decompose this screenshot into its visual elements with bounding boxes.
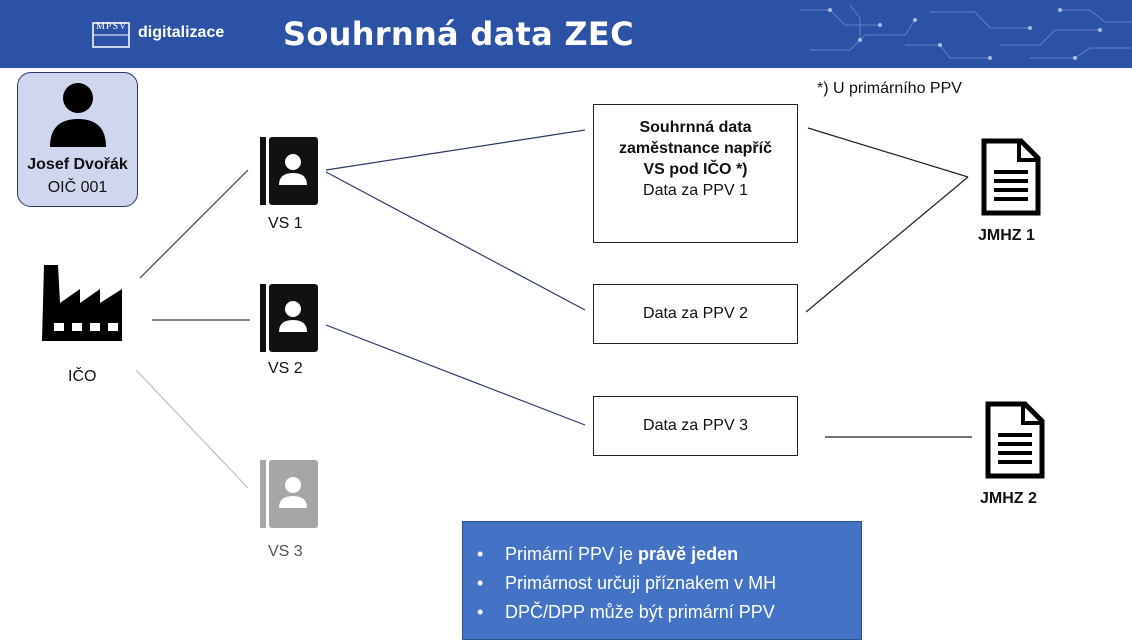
info-box: • Primární PPV je právě jeden • Primárno… — [462, 521, 862, 640]
bullet-icon: • — [477, 544, 484, 564]
contact-book-icon — [260, 137, 318, 205]
person-icon — [50, 83, 106, 147]
line-ico-vs1 — [139, 169, 249, 279]
brand-label: digitalizace — [138, 24, 225, 41]
contract-label-vs1: VS 1 — [268, 215, 303, 232]
report-label-jmhz1: JMHZ 1 — [978, 227, 1035, 244]
document-icon — [985, 401, 1045, 479]
summary-data-box: Souhrnná data zaměstnance napříč VS pod … — [593, 104, 798, 243]
line-vs1-ppv2 — [325, 171, 586, 311]
bullet-icon: • — [477, 573, 484, 593]
employee-name: Josef Dvořák — [27, 156, 128, 173]
primary-note: *) U primárního PPV — [817, 80, 962, 97]
line-vs2-ppv3 — [325, 324, 586, 426]
mpsv-logo — [92, 22, 130, 48]
summary-title: Souhrnná data zaměstnance napříč VS pod … — [619, 119, 772, 178]
factory-icon — [42, 265, 122, 341]
summary-ppv1: Data za PPV 1 — [643, 182, 748, 199]
page-title: Souhrnná data ZEC — [283, 15, 634, 53]
line-ico-vs3 — [135, 369, 249, 489]
employee-id: OIČ 001 — [47, 179, 108, 196]
info-item-text: DPČ/DPP může být primární PPV — [505, 602, 775, 622]
line-ppv2-jmhz1 — [805, 176, 969, 313]
info-item-emphasis: právě jeden — [638, 544, 739, 564]
line-vs1-summary — [325, 129, 586, 171]
line-summary-jmhz1 — [807, 127, 969, 178]
mpsv-logo-text: MPSV — [96, 21, 128, 32]
contact-book-icon — [260, 284, 318, 352]
info-item: • DPČ/DPP může být primární PPV — [477, 598, 861, 627]
ppv3-data-box: Data za PPV 3 — [593, 396, 798, 456]
info-item-text: Primárnost určuji příznakem v MH — [505, 573, 777, 593]
contract-label-vs2: VS 2 — [268, 360, 303, 377]
bullet-icon: • — [477, 602, 484, 622]
report-label-jmhz2: JMHZ 2 — [980, 490, 1037, 507]
header-banner: MPSV digitalizace Souhrnná data ZEC — [0, 0, 1132, 68]
contact-book-icon — [260, 460, 318, 528]
employer-label: IČO — [68, 368, 97, 385]
employee-card: Josef Dvořák OIČ 001 — [17, 72, 138, 207]
circuit-decoration — [800, 4, 1132, 60]
contract-label-vs3: VS 3 — [268, 543, 303, 560]
info-item: • Primárnost určuji příznakem v MH — [477, 569, 861, 598]
info-item-text: Primární PPV je — [505, 544, 639, 564]
info-item: • Primární PPV je právě jeden — [477, 540, 861, 569]
document-icon — [981, 138, 1041, 216]
ppv2-data-box: Data za PPV 2 — [593, 284, 798, 344]
